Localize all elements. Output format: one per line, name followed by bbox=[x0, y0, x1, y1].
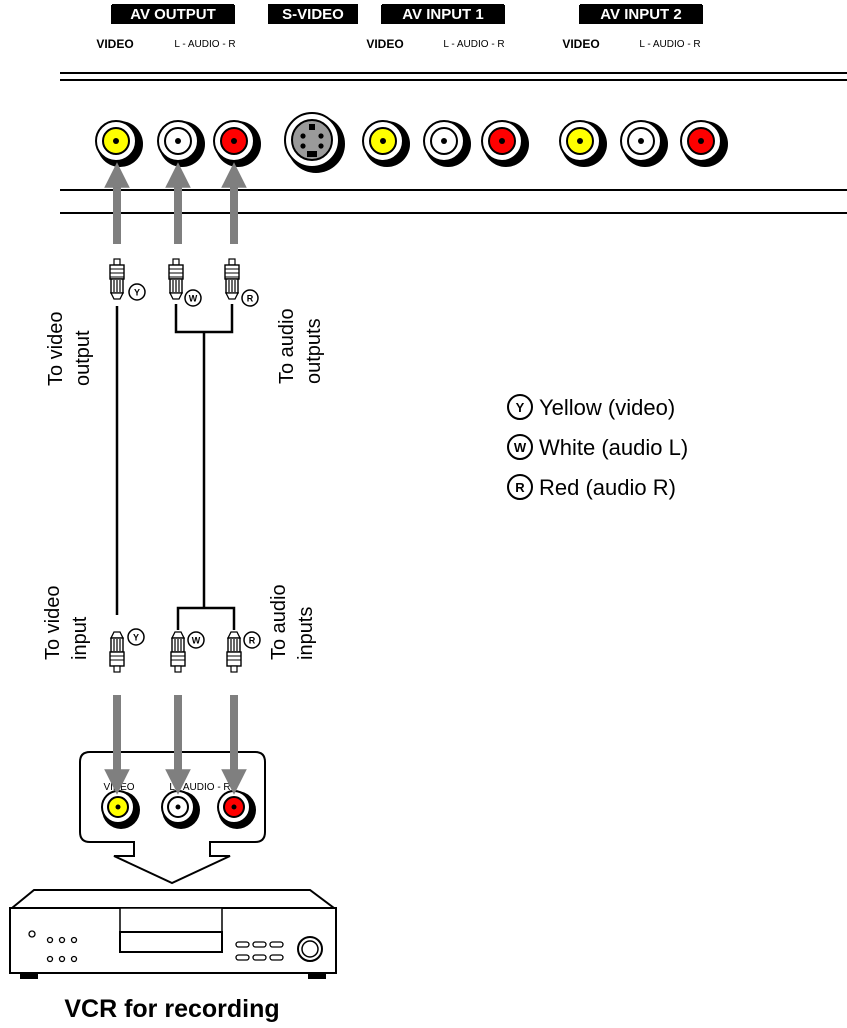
plug-letter-red: R bbox=[247, 294, 254, 304]
rca-jack-icon[interactable] bbox=[362, 120, 410, 167]
rca-jack-icon[interactable] bbox=[161, 790, 200, 829]
rca-jack-icon[interactable] bbox=[157, 120, 205, 167]
av-input-2-video-label: VIDEO bbox=[562, 37, 599, 51]
label-to-video-output-1: To video bbox=[45, 312, 67, 387]
legend-letter: R bbox=[515, 480, 525, 495]
bottom-plugs: Y W R bbox=[109, 628, 261, 673]
plug-letter-yellow: Y bbox=[134, 288, 140, 298]
rca-jack-icon[interactable] bbox=[213, 120, 261, 167]
rca-plug-icon bbox=[109, 631, 125, 673]
legend-item-red: Red (audio R) bbox=[539, 475, 676, 500]
legend-item-white: White (audio L) bbox=[539, 435, 688, 460]
vcr-caption: VCR for recording bbox=[64, 995, 279, 1023]
av-output-video-label: VIDEO bbox=[96, 37, 133, 51]
av-output-title: AV OUTPUT bbox=[130, 6, 216, 23]
av-output-audio-label: L - AUDIO - R bbox=[174, 39, 235, 50]
s-video-header: S-VIDEO bbox=[268, 4, 358, 24]
av-output-header: AV OUTPUT VIDEO L - AUDIO - R bbox=[96, 4, 236, 51]
vcr-icon bbox=[9, 889, 337, 979]
rca-jack-icon[interactable] bbox=[559, 120, 607, 167]
s-video-title: S-VIDEO bbox=[282, 6, 344, 23]
plug-letter-yellow: Y bbox=[133, 633, 139, 643]
rca-plug-icon bbox=[226, 631, 242, 673]
av-input-1-video-label: VIDEO bbox=[366, 37, 403, 51]
legend-item-yellow: Yellow (video) bbox=[539, 395, 675, 420]
top-plugs: Y W R bbox=[109, 258, 259, 307]
plug-letter-white: W bbox=[189, 294, 198, 304]
label-to-audio-outputs-2: outputs bbox=[303, 318, 325, 384]
tv-panel-edges bbox=[60, 72, 847, 214]
rca-jack-icon[interactable] bbox=[680, 120, 728, 167]
arrows-to-vcr bbox=[104, 695, 247, 795]
rca-jack-icon[interactable] bbox=[217, 790, 256, 829]
label-to-video-input-2: input bbox=[69, 616, 91, 660]
color-legend: Y Yellow (video) W White (audio L) R Red… bbox=[507, 394, 688, 500]
rca-jack-icon[interactable] bbox=[95, 120, 143, 167]
cable-labels: To video output To audio outputs To vide… bbox=[42, 308, 325, 660]
av-input-2-header: AV INPUT 2 VIDEO L - AUDIO - R bbox=[562, 4, 703, 51]
legend-letter: W bbox=[514, 440, 527, 455]
s-video-jack-icon[interactable] bbox=[284, 112, 345, 173]
rca-plug-icon bbox=[109, 258, 125, 300]
plug-letter-red: R bbox=[249, 636, 256, 646]
legend-letter: Y bbox=[516, 400, 525, 415]
av-input-2-title: AV INPUT 2 bbox=[600, 6, 681, 23]
rca-jack-icon[interactable] bbox=[481, 120, 529, 167]
label-to-video-input-1: To video bbox=[42, 586, 64, 661]
cables bbox=[115, 304, 236, 630]
label-to-audio-outputs-1: To audio bbox=[276, 308, 298, 384]
label-to-audio-inputs-1: To audio bbox=[268, 584, 290, 660]
av-input-1-header: AV INPUT 1 VIDEO L - AUDIO - R bbox=[366, 4, 505, 51]
label-to-video-output-2: output bbox=[72, 330, 94, 386]
av-input-1-audio-label: L - AUDIO - R bbox=[443, 39, 504, 50]
av-input-1-title: AV INPUT 1 bbox=[402, 6, 483, 23]
tv-jacks bbox=[95, 112, 728, 173]
rca-jack-icon[interactable] bbox=[620, 120, 668, 167]
rca-plug-icon bbox=[224, 258, 240, 300]
rca-plug-icon bbox=[168, 258, 184, 300]
plug-letter-white: W bbox=[192, 636, 201, 646]
arrows-to-tv bbox=[104, 162, 247, 244]
vcr-audio-label: L - AUDIO - R bbox=[169, 782, 230, 793]
rca-plug-icon bbox=[170, 631, 186, 673]
rca-jack-icon[interactable] bbox=[423, 120, 471, 167]
av-input-2-audio-label: L - AUDIO - R bbox=[639, 39, 700, 50]
label-to-audio-inputs-2: inputs bbox=[295, 607, 317, 660]
rca-jack-icon[interactable] bbox=[101, 790, 140, 829]
